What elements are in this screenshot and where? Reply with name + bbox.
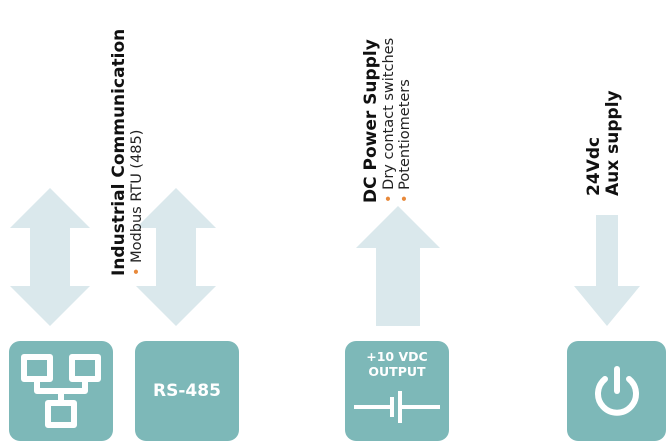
up-arrow-dc-power — [356, 206, 440, 326]
down-arrow-aux-supply — [574, 215, 640, 326]
network-icon — [21, 354, 101, 428]
double-arrow-network — [10, 188, 90, 326]
bullet-icon: • — [129, 267, 145, 276]
industrial-communication-label: Industrial Communication • Modbus RTU (4… — [109, 28, 145, 276]
industrial-communication-bullet: • Modbus RTU (485) — [129, 129, 145, 276]
aux-supply-label: 24Vdc Aux supply — [584, 90, 623, 196]
rs485-label: RS-485 — [153, 381, 221, 401]
dc-power-supply-title: DC Power Supply — [361, 39, 381, 203]
output-tile: +10 VDC OUTPUT — [345, 341, 449, 441]
network-tile — [9, 341, 113, 441]
dc-power-supply-bullet-1: • Dry contact switches — [381, 37, 397, 203]
double-arrow-rs485 — [136, 188, 216, 326]
power-icon — [594, 366, 639, 416]
bullet-icon: • — [381, 194, 397, 203]
industrial-communication-title: Industrial Communication — [109, 28, 129, 276]
bullet-icon: • — [397, 194, 413, 203]
rs485-tile: RS-485 — [135, 341, 239, 441]
power-tile — [567, 341, 666, 441]
dc-power-supply-bullet-2: • Potentiometers — [397, 79, 413, 203]
aux-supply-title-line-2: Aux supply — [603, 90, 623, 196]
output-label: +10 VDC OUTPUT — [366, 349, 428, 379]
dc-power-supply-label: DC Power Supply • Dry contact switches •… — [361, 37, 413, 203]
dc-source-icon — [354, 391, 440, 423]
aux-supply-title-line-1: 24Vdc — [584, 136, 604, 196]
